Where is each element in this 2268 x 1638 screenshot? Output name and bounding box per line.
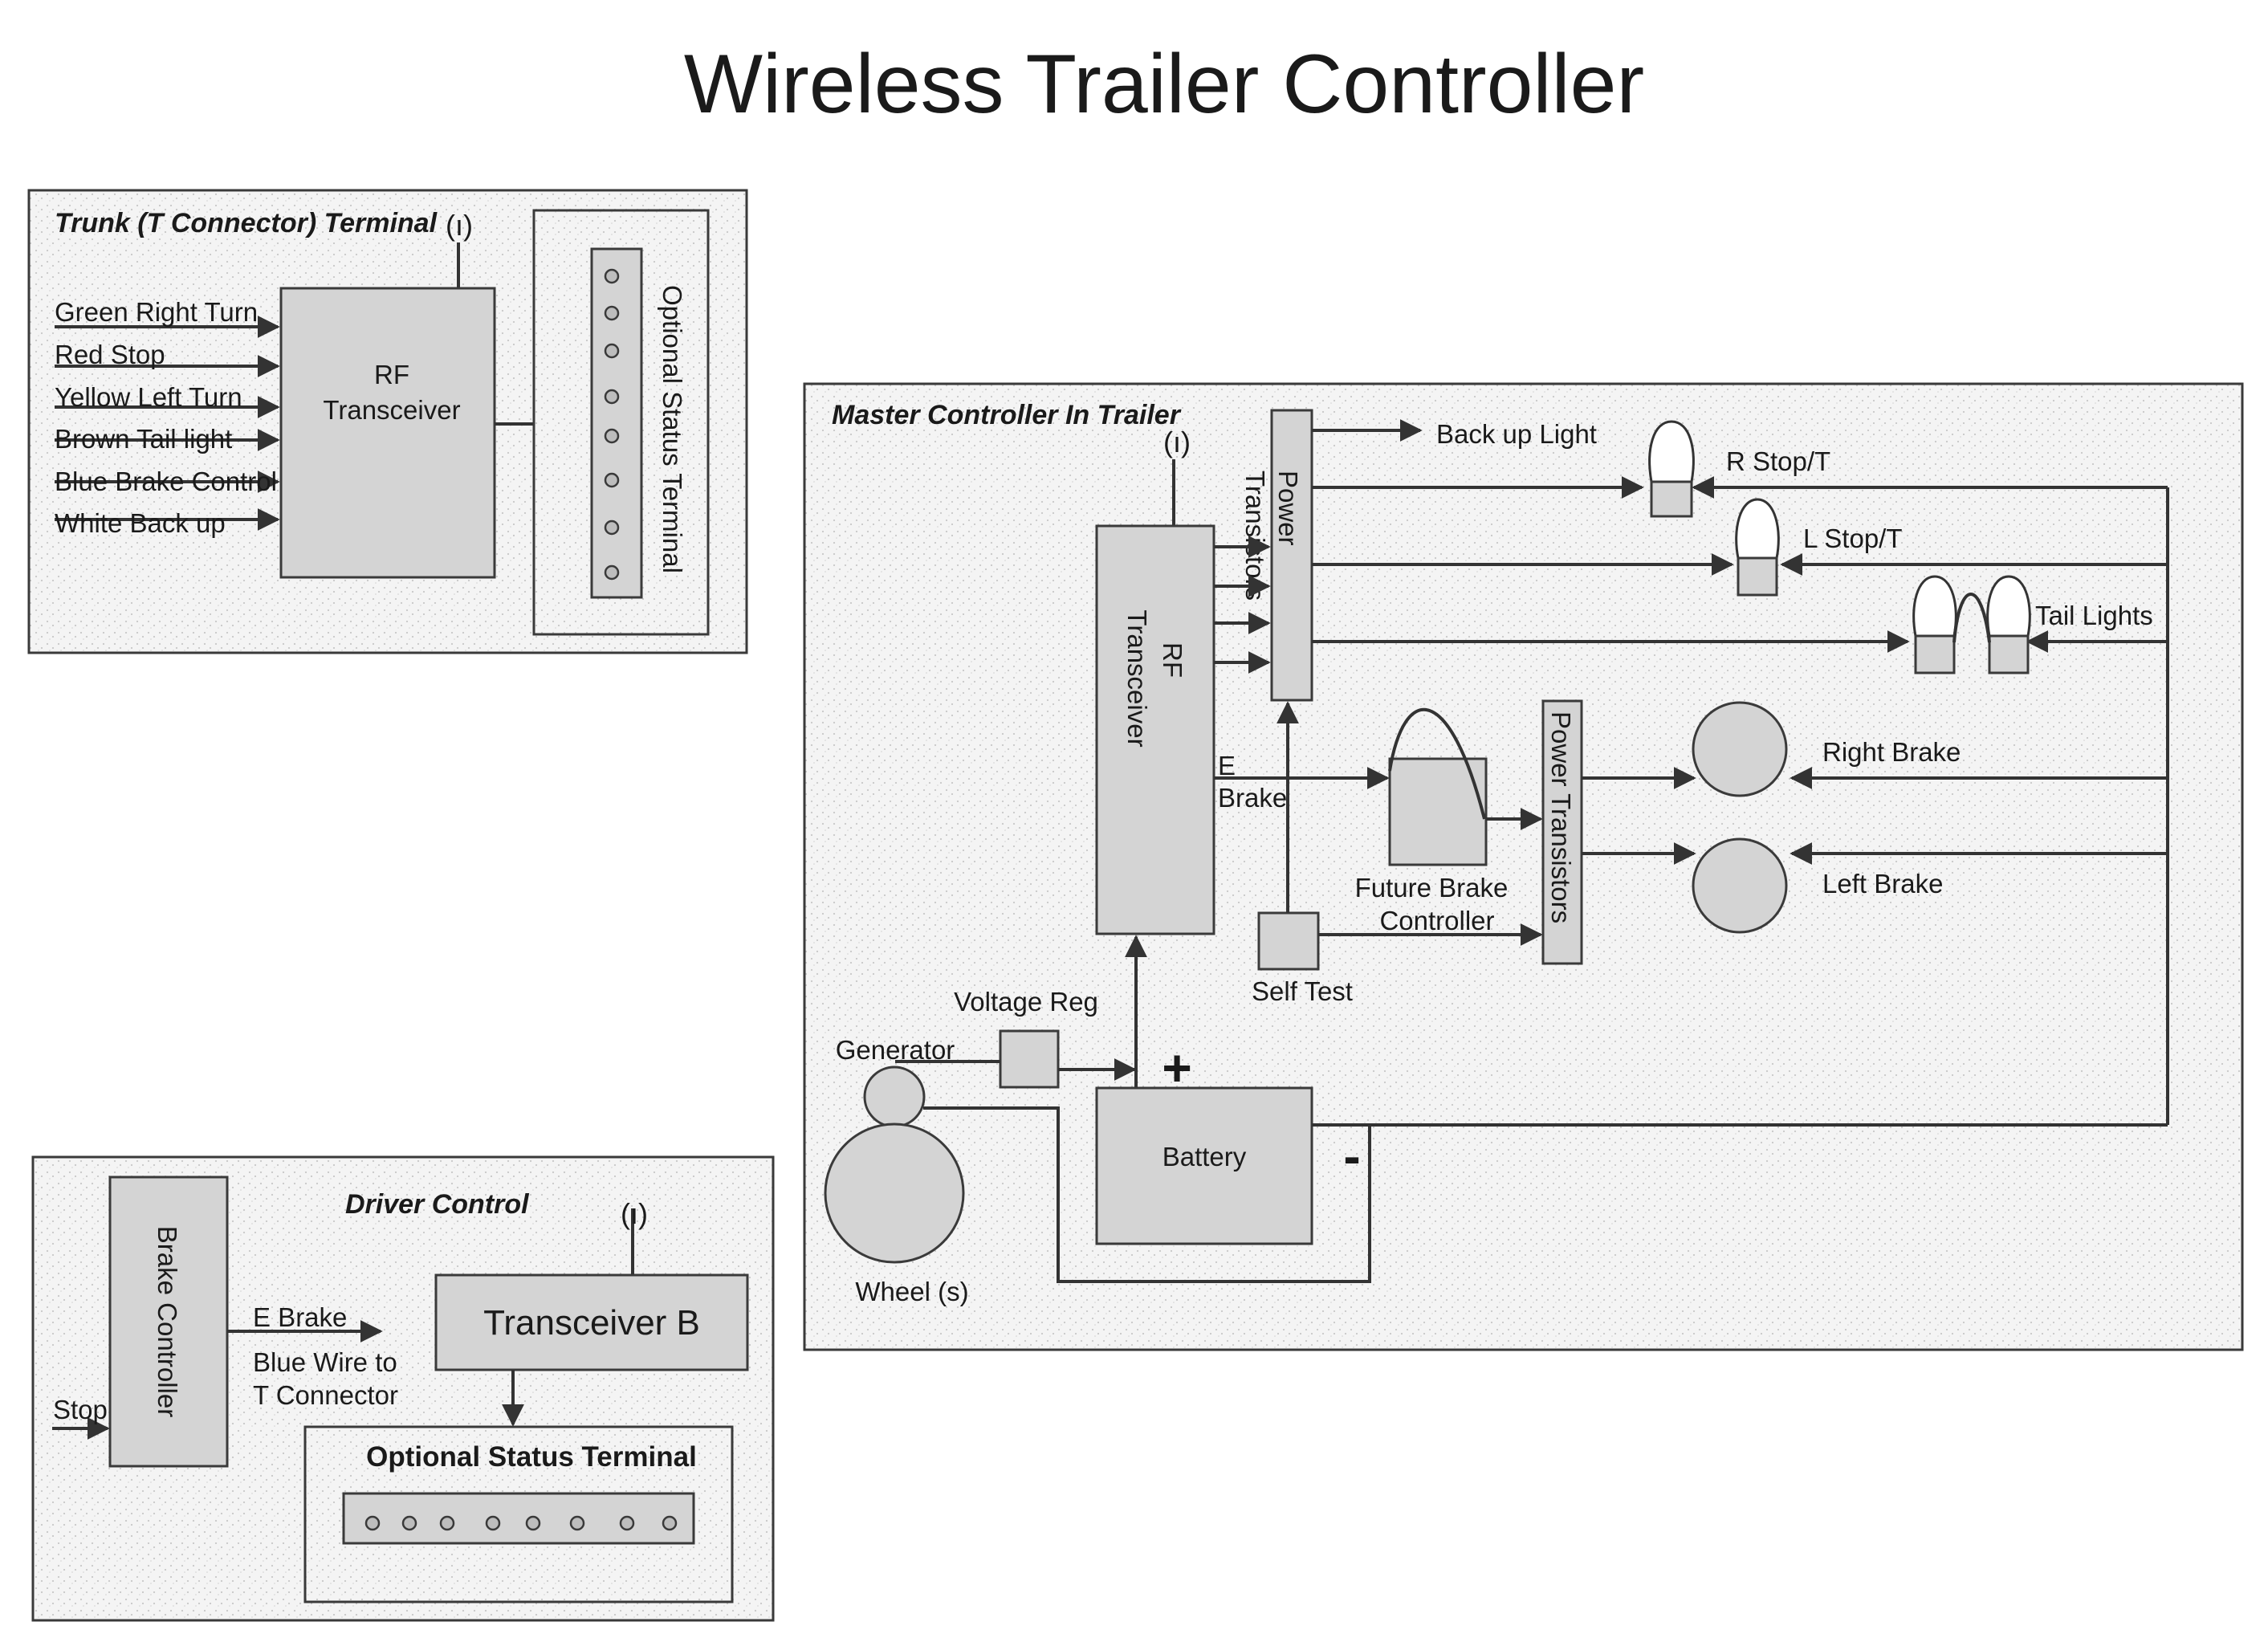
r-stop-bulb-icon <box>1650 422 1694 482</box>
status-pin <box>605 430 618 442</box>
input-label-red: Red Stop <box>55 340 165 369</box>
left-brake-label: Left Brake <box>1822 869 1943 898</box>
trunk-rf-transceiver <box>281 288 495 577</box>
driver-control-panel: Driver Control Brake Controller Stop E B… <box>33 1157 773 1620</box>
battery-label: Battery <box>1163 1142 1247 1171</box>
status-pin <box>605 521 618 534</box>
driver-panel-title: Driver Control <box>345 1189 530 1220</box>
right-brake-icon <box>1693 703 1786 796</box>
generator-icon <box>865 1067 924 1127</box>
blue-wire-label-2: T Connector <box>253 1380 398 1410</box>
power-transistors-lower-label: Power Transistors <box>1546 711 1576 923</box>
power-transistors-top-label-1: Power <box>1273 471 1303 546</box>
e-brake-label-2: Brake <box>1218 783 1287 813</box>
status-pin <box>403 1517 416 1530</box>
tail-lights-label: Tail Lights <box>2035 601 2153 630</box>
backup-light-label: Back up Light <box>1436 419 1597 449</box>
input-label-brown: Brown Tail light <box>55 424 232 454</box>
voltage-reg-label: Voltage Reg <box>954 987 1098 1017</box>
status-pin <box>605 474 618 487</box>
master-rf-transceiver <box>1097 526 1214 934</box>
input-label-green: Green Right Turn <box>55 297 258 327</box>
trunk-status-terminal-strip <box>592 249 641 597</box>
status-pin <box>605 566 618 579</box>
battery-plus-sign: + <box>1162 1039 1191 1097</box>
input-label-white: White Back up <box>55 508 226 538</box>
diagram-title: Wireless Trailer Controller <box>684 38 1644 131</box>
status-pin <box>605 270 618 283</box>
transceiver-b-label: Transceiver B <box>483 1303 700 1343</box>
tail-light-bulb-icon <box>1988 577 2030 636</box>
l-stop-bulb-icon <box>1737 499 1779 558</box>
status-pin <box>605 344 618 357</box>
trunk-panel-title: Trunk (T Connector) Terminal <box>55 208 438 238</box>
brake-controller-label: Brake Controller <box>153 1226 182 1417</box>
power-transistors-top-label-2: Transistors <box>1240 471 1270 601</box>
l-stop-label: L Stop/T <box>1803 524 1903 553</box>
master-panel-title: Master Controller In Trailer <box>832 400 1182 430</box>
trunk-antenna-icon: (ı) <box>446 209 473 242</box>
master-controller-panel: Master Controller In Trailer (ı) RF Tran… <box>804 384 2242 1350</box>
tail-light-socket <box>1989 636 2028 673</box>
status-pin <box>487 1517 499 1530</box>
e-brake-label-1: E <box>1218 751 1236 780</box>
input-label-blue: Blue Brake Control <box>55 467 277 496</box>
status-pin <box>527 1517 540 1530</box>
left-brake-icon <box>1693 839 1786 932</box>
master-transceiver-label: Transceiver <box>1122 609 1152 747</box>
status-pin <box>571 1517 584 1530</box>
blue-wire-label-1: Blue Wire to <box>253 1347 397 1377</box>
l-stop-socket <box>1738 558 1777 595</box>
driver-e-brake-label: E Brake <box>253 1302 347 1332</box>
input-label-yellow: Yellow Left Turn <box>55 382 242 412</box>
status-pin <box>366 1517 379 1530</box>
voltage-regulator-box <box>1000 1031 1058 1087</box>
driver-status-terminal-strip <box>344 1493 694 1543</box>
stop-input-label: Stop <box>53 1395 108 1424</box>
status-pin <box>605 390 618 403</box>
status-pin <box>663 1517 676 1530</box>
power-transistors-top <box>1272 410 1312 700</box>
right-brake-label: Right Brake <box>1822 737 1961 767</box>
future-brake-label-1: Future Brake <box>1355 873 1509 903</box>
driver-antenna-icon: (ı) <box>621 1197 648 1230</box>
wheel-icon <box>825 1124 963 1262</box>
driver-status-terminal-label: Optional Status Terminal <box>366 1441 697 1473</box>
self-test-box <box>1259 913 1318 969</box>
battery-minus-sign: - <box>1343 1127 1360 1185</box>
future-brake-label-2: Controller <box>1379 906 1494 935</box>
status-pin <box>441 1517 454 1530</box>
master-panel-frame <box>804 384 2242 1350</box>
wheel-label: Wheel (s) <box>855 1277 968 1306</box>
r-stop-label: R Stop/T <box>1726 446 1830 476</box>
master-rf-label: RF <box>1158 642 1187 678</box>
trunk-terminal-panel: Trunk (T Connector) Terminal (ı) RF Tran… <box>29 190 747 653</box>
self-test-label: Self Test <box>1252 976 1353 1006</box>
trunk-status-terminal-label: Optional Status Terminal <box>658 285 687 573</box>
generator-label: Generator <box>836 1035 955 1065</box>
r-stop-socket <box>1651 482 1692 516</box>
master-antenna-icon: (ı) <box>1163 426 1191 458</box>
trunk-rf-label: RF <box>374 360 409 389</box>
tail-light-socket <box>1916 636 1954 673</box>
trunk-transceiver-label: Transceiver <box>323 395 460 425</box>
status-pin <box>605 307 618 320</box>
tail-light-bulb-icon <box>1914 577 1957 636</box>
status-pin <box>621 1517 633 1530</box>
